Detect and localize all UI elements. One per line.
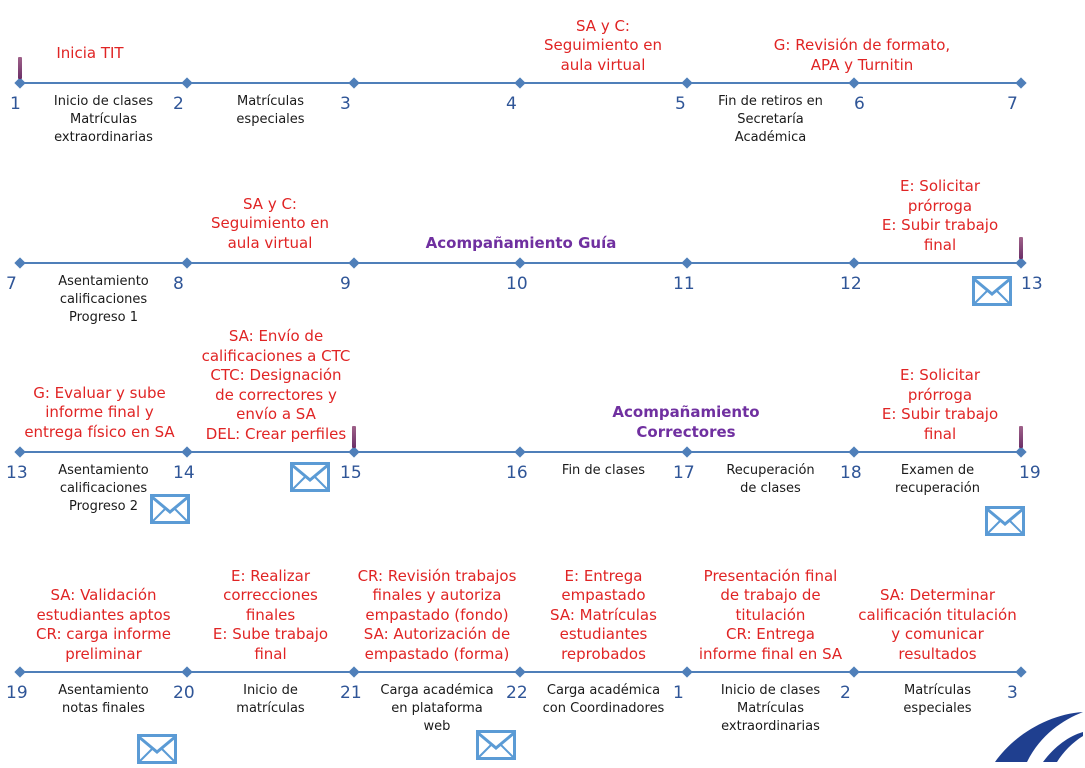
week-number: 7 (1007, 94, 1018, 114)
week-number: 2 (173, 94, 184, 114)
timeline-node (848, 77, 860, 89)
timeline-node (348, 77, 360, 89)
phase-label: Acompañamiento Correctores (612, 403, 760, 441)
timeline-node (181, 257, 193, 269)
week-number: 13 (6, 463, 28, 483)
task-label: Presentación final de trabajo de titulac… (698, 566, 843, 663)
timeline-node (14, 77, 26, 89)
week-number: 15 (340, 463, 362, 483)
task-label: E: Solicitar prórroga E: Subir trabajo f… (881, 177, 999, 254)
timeline-node (181, 77, 193, 89)
logo-swoosh (993, 706, 1085, 764)
timeline-node (514, 446, 526, 458)
week-number: 3 (340, 94, 351, 114)
week-number: 14 (173, 463, 195, 483)
envelope-icon (972, 276, 1012, 306)
week-number: 1 (10, 94, 21, 114)
timeline-node (14, 257, 26, 269)
task-label: E: Realizar correcciones finales E: Sube… (212, 566, 329, 663)
timeline-node (681, 77, 693, 89)
task-label: Inicia TIT (56, 43, 124, 62)
timeline-node (1015, 257, 1027, 269)
timeline-node (348, 446, 360, 458)
week-number: 6 (854, 94, 865, 114)
timeline-node (681, 257, 693, 269)
below-label: Fin de clases (561, 463, 646, 478)
week-number: 20 (173, 683, 195, 703)
task-label: CR: Revisión trabajos finales y autoriza… (357, 566, 517, 663)
flag-marker-icon (1019, 426, 1023, 448)
week-number: 16 (506, 463, 528, 483)
flag-marker-icon (18, 57, 22, 79)
below-label: Examen de recuperación (895, 463, 980, 496)
timeline-node (681, 446, 693, 458)
timeline-node (14, 666, 26, 678)
week-number: 18 (840, 463, 862, 483)
week-number: 17 (673, 463, 695, 483)
week-number: 8 (173, 274, 184, 294)
week-number: 7 (6, 274, 17, 294)
flag-marker-icon (352, 426, 356, 448)
week-number: 19 (6, 683, 28, 703)
below-label: Inicio de matrículas (236, 683, 305, 716)
week-number: 10 (506, 274, 528, 294)
task-label: SA: Envío de calificaciones a CTC CTC: D… (201, 327, 351, 443)
timeline-node (514, 257, 526, 269)
timeline-node (514, 666, 526, 678)
envelope-icon (476, 730, 516, 760)
below-label: Matrículas especiales (236, 94, 305, 127)
below-label: Matrículas especiales (903, 683, 972, 716)
envelope-icon (985, 506, 1025, 536)
task-label: E: Solicitar prórroga E: Subir trabajo f… (881, 366, 999, 443)
week-number: 1 (673, 683, 684, 703)
task-label: SA: Determinar calificación titulación y… (858, 586, 1017, 663)
timeline-node (181, 446, 193, 458)
task-label: E: Entrega empastado SA: Matrículas estu… (550, 566, 657, 663)
below-label: Asentamiento notas finales (58, 683, 149, 716)
week-number: 2 (840, 683, 851, 703)
week-number: 3 (1007, 683, 1018, 703)
envelope-icon (137, 734, 177, 764)
week-number: 13 (1021, 274, 1043, 294)
week-number: 9 (340, 274, 351, 294)
envelope-icon (150, 494, 190, 524)
flag-marker-icon (1019, 237, 1023, 259)
phase-label: Acompañamiento Guía (425, 233, 617, 252)
timeline-node (848, 666, 860, 678)
below-label: Inicio de clases Matrículas extraordinar… (53, 94, 154, 145)
below-label: Fin de retiros en Secretaría Académica (718, 94, 823, 145)
timeline-node (848, 257, 860, 269)
task-label: SA: Validación estudiantes aptos CR: car… (36, 586, 171, 663)
week-number: 12 (840, 274, 862, 294)
below-label: Carga académica con Coordinadores (542, 683, 665, 716)
timeline-node (14, 446, 26, 458)
week-number: 21 (340, 683, 362, 703)
task-label: SA y C: Seguimiento en aula virtual (210, 194, 330, 252)
timeline-node (681, 666, 693, 678)
week-number: 4 (506, 94, 517, 114)
week-number: 22 (506, 683, 528, 703)
timeline-node (848, 446, 860, 458)
envelope-icon (290, 462, 330, 492)
task-label: G: Evaluar y sube informe final y entreg… (24, 383, 175, 441)
below-label: Asentamiento calificaciones Progreso 2 (58, 463, 149, 514)
below-label: Asentamiento calificaciones Progreso 1 (58, 274, 149, 325)
week-number: 19 (1019, 463, 1041, 483)
timeline-node (181, 666, 193, 678)
task-label: G: Revisión de formato, APA y Turnitin (773, 36, 951, 74)
timeline-node (1015, 666, 1027, 678)
timeline-node (1015, 77, 1027, 89)
timeline-node (1015, 446, 1027, 458)
below-label: Recuperación de clases (726, 463, 815, 496)
below-label: Inicio de clases Matrículas extraordinar… (720, 683, 821, 734)
week-number: 5 (675, 94, 686, 114)
below-label: Carga académica en plataforma web (380, 683, 494, 734)
timeline-node (348, 257, 360, 269)
week-number: 11 (673, 274, 695, 294)
timeline-node (348, 666, 360, 678)
timeline-node (514, 77, 526, 89)
task-label: SA y C: Seguimiento en aula virtual (543, 16, 663, 74)
